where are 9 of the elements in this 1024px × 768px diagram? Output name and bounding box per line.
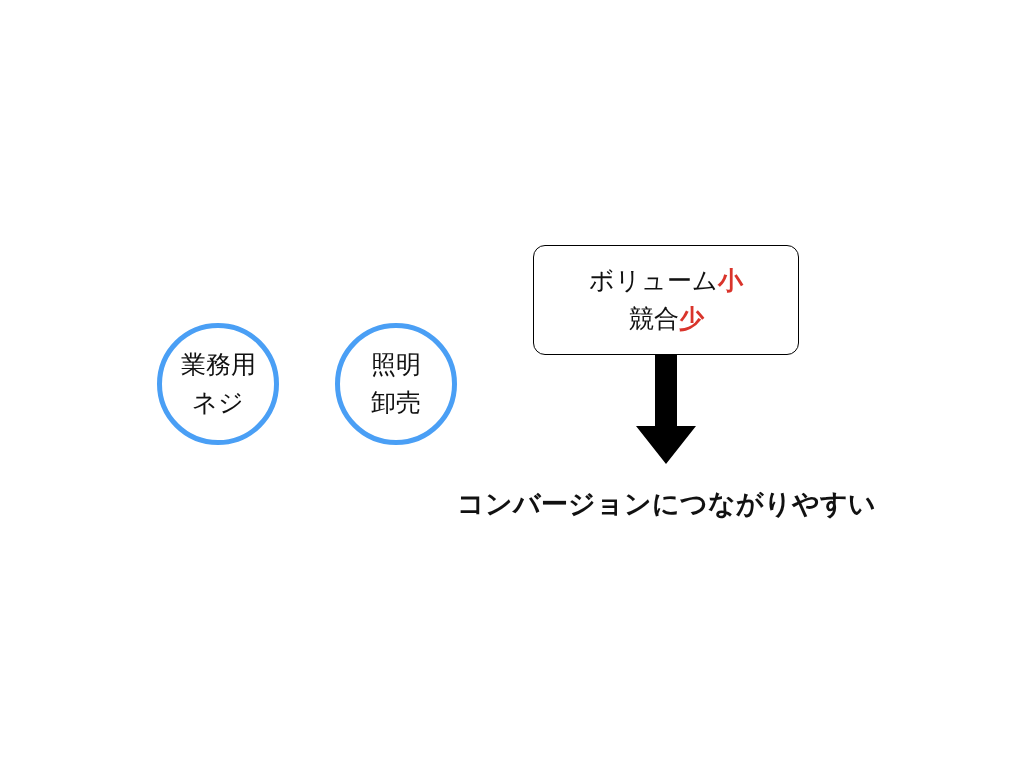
block-arrow (636, 355, 696, 464)
node-label: 照明卸売 (370, 349, 422, 419)
circle-node (335, 323, 457, 445)
node-label: ボリューム小 (589, 265, 743, 297)
rounded-box (533, 245, 799, 355)
circle-node (157, 323, 279, 445)
conclusion-text: コンバージョンにつながりやすい (456, 487, 876, 521)
node-label: 業務用ネジ (179, 349, 257, 419)
node-label: 競合少 (628, 303, 704, 335)
